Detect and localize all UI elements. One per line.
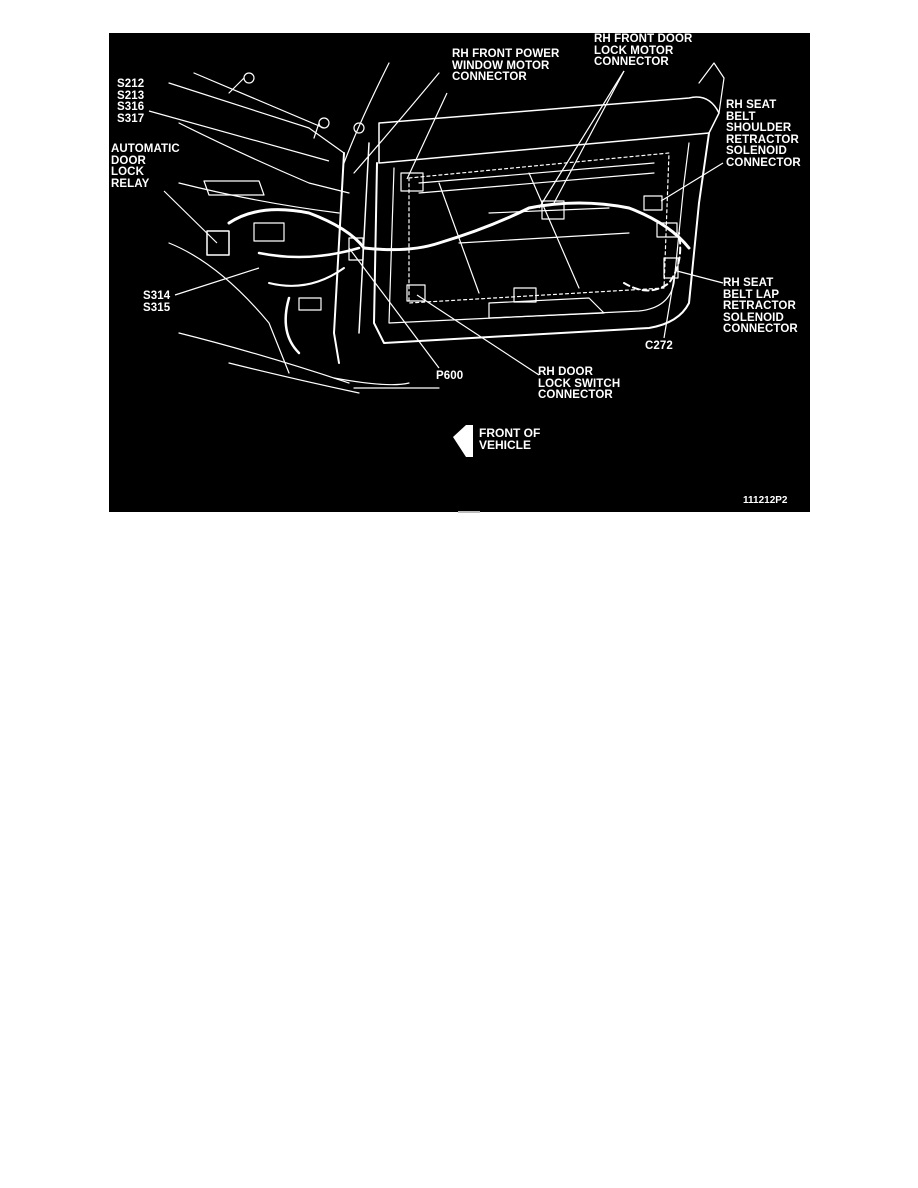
- label-splices-upper: S212 S213 S316 S317: [117, 78, 145, 125]
- front-arrow-icon: [453, 425, 473, 457]
- diagram-panel: S212 S213 S316 S317 AUTOMATIC DOOR LOCK …: [109, 33, 810, 512]
- label-front-of-vehicle: FRONT OF VEHICLE: [479, 426, 541, 452]
- label-splices-lower: S314 S315: [143, 290, 171, 314]
- label-lock-switch-connector: RH DOOR LOCK SWITCH CONNECTOR: [538, 366, 621, 401]
- door-wiring-illustration: [148, 62, 725, 457]
- label-automatic-door-lock-relay: AUTOMATIC DOOR LOCK RELAY: [111, 143, 180, 190]
- label-lap-retractor-connector: RH SEAT BELT LAP RETRACTOR SOLENOID CONN…: [723, 277, 798, 335]
- label-shoulder-retractor-connector: RH SEAT BELT SHOULDER RETRACTOR SOLENOID…: [726, 99, 801, 169]
- label-p600: P600: [436, 370, 464, 382]
- figure-id: 111212P2: [743, 495, 788, 506]
- bottom-tick: [458, 511, 480, 513]
- label-window-motor-connector: RH FRONT POWER WINDOW MOTOR CONNECTOR: [452, 48, 560, 83]
- label-c272: C272: [645, 340, 673, 352]
- label-lock-motor-connector: RH FRONT DOOR LOCK MOTOR CONNECTOR: [594, 33, 693, 68]
